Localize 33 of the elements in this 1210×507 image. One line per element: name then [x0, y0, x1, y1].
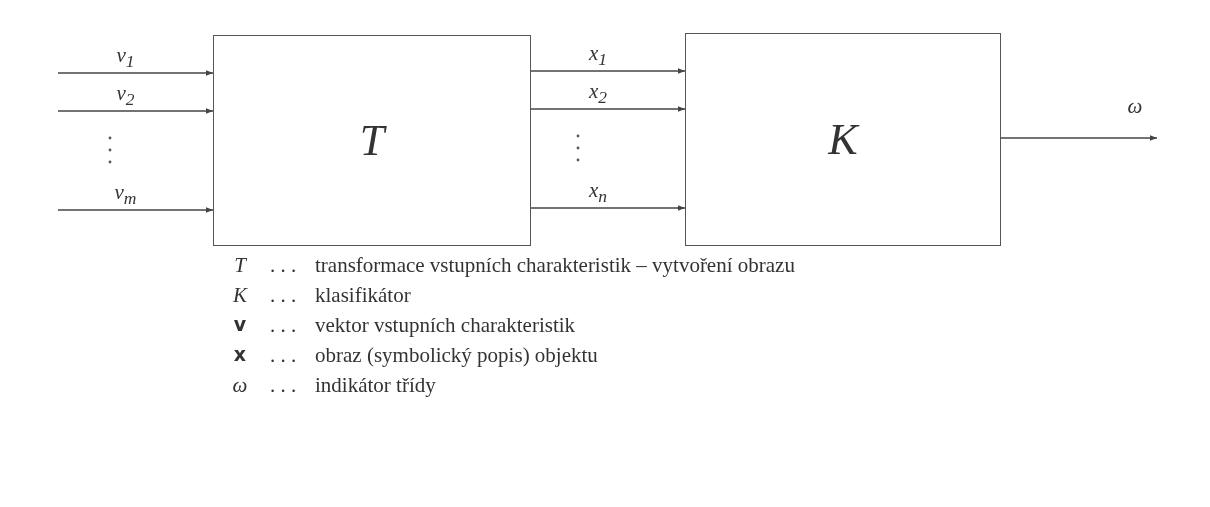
arrow	[1000, 135, 1158, 141]
key-symbol: K	[233, 285, 247, 306]
process-box	[213, 35, 531, 246]
edge-label: x$_{2}$	[588, 81, 608, 107]
key-description: transformace vstupních charakteristik – vytvoření obrazu	[315, 255, 795, 276]
arrow	[530, 106, 686, 112]
ellipsis-dots: . . .	[270, 375, 297, 396]
edge-label: x$_{1}$	[588, 43, 608, 69]
key-symbol: ω	[232, 375, 248, 396]
key-description: vektor vstupních charakteristik	[315, 315, 576, 336]
block-symbol: T	[359, 115, 385, 166]
edge-label: x$_{n}$	[588, 180, 608, 206]
process-box	[685, 33, 1001, 246]
key-description: klasifikátor	[315, 285, 411, 306]
edge-label: ω	[1127, 96, 1143, 117]
ellipsis-dots: . . .	[270, 285, 297, 306]
arrow	[57, 70, 214, 76]
arrow	[57, 108, 214, 114]
key-description: indikátor třídy	[315, 375, 436, 396]
edge-label: v$_{1}$	[116, 45, 135, 71]
key-symbol: x	[233, 345, 247, 364]
arrow	[57, 207, 214, 213]
edge-label: v$_{2}$	[116, 83, 135, 109]
arrow	[530, 68, 686, 74]
arrow	[530, 205, 686, 211]
block-symbol: K	[828, 114, 858, 165]
key-symbol: v	[233, 315, 247, 334]
ellipsis-dots: . . .	[270, 345, 297, 366]
key-description: obraz (symbolický popis) objektu	[315, 345, 598, 366]
ellipsis-dots: . . .	[270, 315, 297, 336]
ellipsis-dots: . . .	[270, 255, 297, 276]
key-symbol: T	[234, 255, 246, 276]
edge-label: v$_{m}$	[114, 182, 137, 208]
